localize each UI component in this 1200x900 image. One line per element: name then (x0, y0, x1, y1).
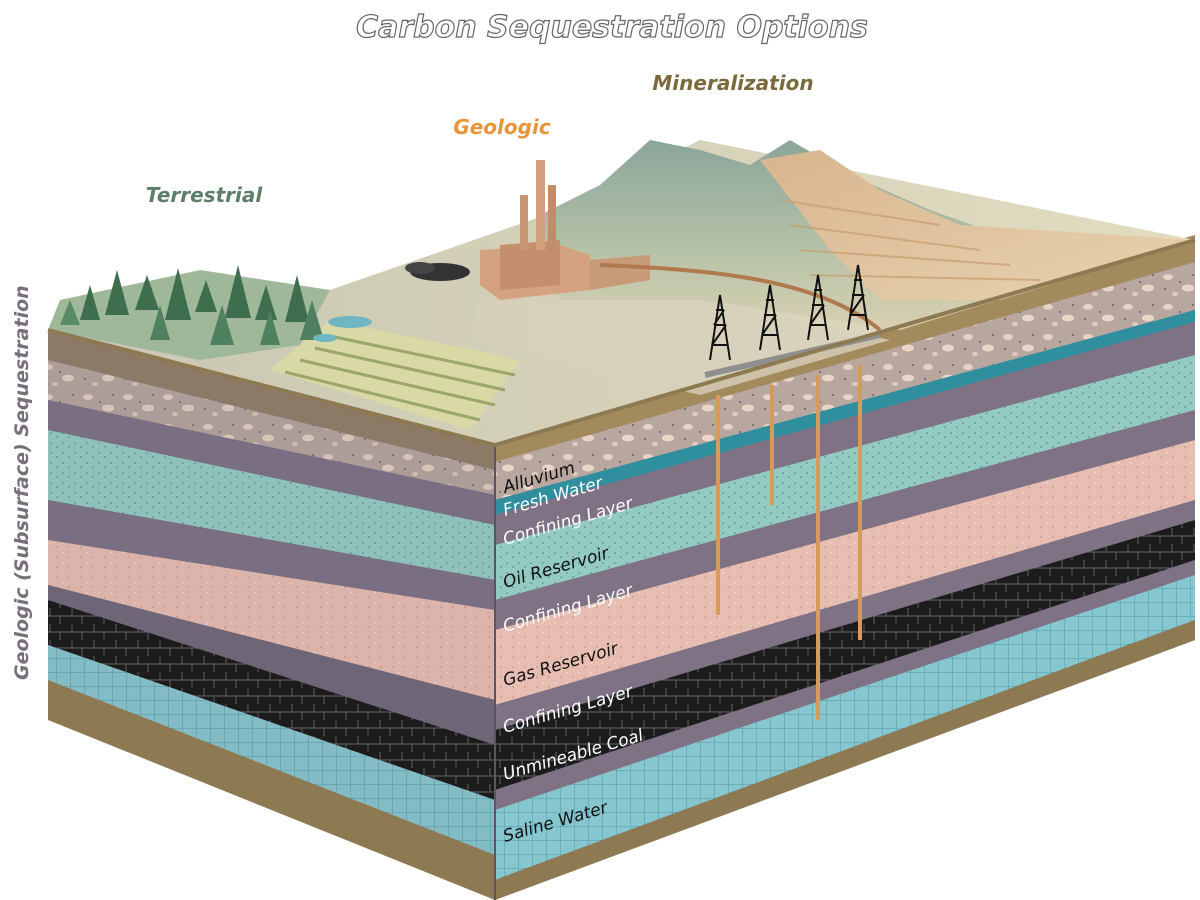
water-ponds (313, 316, 372, 342)
category-geologic: Geologic (453, 115, 550, 139)
left-face (48, 330, 495, 900)
front-edge (47, 238, 1196, 448)
page-title: Carbon Sequestration Options (356, 10, 868, 45)
category-mineralization: Mineralization (652, 71, 813, 95)
forest-trees (60, 265, 324, 345)
power-plant-icon (405, 160, 882, 332)
side-label: Geologic (Subsurface) Sequestration (11, 285, 33, 680)
category-terrestrial: Terrestrial (146, 183, 264, 207)
well-pipes (716, 365, 862, 720)
surface (48, 140, 1195, 445)
